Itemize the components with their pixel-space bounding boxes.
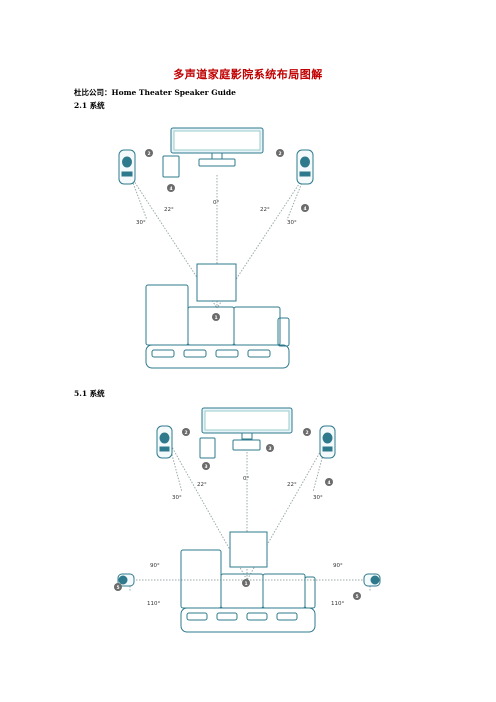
svg-text:4: 4 xyxy=(304,206,307,212)
speaker-badge: 2 xyxy=(182,428,190,436)
coffee-table xyxy=(196,263,237,302)
angle-label: 30° xyxy=(172,495,182,501)
speaker-badge: 4 xyxy=(301,204,309,212)
angle-label: 30° xyxy=(313,495,323,501)
angle-label: 110° xyxy=(331,601,344,607)
sofa xyxy=(180,549,316,633)
svg-text:4: 4 xyxy=(170,186,173,192)
speaker-badge: 2 xyxy=(303,428,311,436)
angle-label: 110° xyxy=(147,601,160,607)
speaker-badge: 4 xyxy=(325,478,333,486)
section-heading-2-1: 2.1 系统 xyxy=(74,101,105,110)
speaker-badge: 3 xyxy=(266,444,274,452)
speaker-badge: 2 xyxy=(276,149,284,157)
surround-left-speaker xyxy=(117,573,135,587)
svg-text:2: 2 xyxy=(306,430,309,436)
front-right-speaker xyxy=(319,425,336,459)
svg-text:5: 5 xyxy=(356,594,359,600)
svg-text:2: 2 xyxy=(185,430,188,436)
angle-label: 22° xyxy=(260,207,270,213)
coffee-table xyxy=(229,531,268,568)
angle-label: 90° xyxy=(150,563,160,569)
svg-text:4: 4 xyxy=(328,480,331,486)
diagram-2-1: 0° 22° 22° 30° 30° 2 2 4 4 1 xyxy=(118,127,314,369)
page-title: 多声道家庭影院系统布局图解 xyxy=(173,68,323,81)
diagram-5-1: 0° 22° 22° 30° 30° 90° 90° 110° 110° 2 2… xyxy=(114,407,381,633)
speaker-badge: 3 xyxy=(202,462,210,470)
angle-label: 0° xyxy=(243,476,249,482)
svg-text:2: 2 xyxy=(148,151,151,157)
front-left-speaker xyxy=(118,149,136,185)
speaker-badge: 5 xyxy=(353,592,361,600)
angle-label: 0° xyxy=(213,200,219,206)
listener-badge: 1 xyxy=(242,579,250,587)
angle-label: 22° xyxy=(164,207,174,213)
speaker-badge: 5 xyxy=(114,583,122,591)
svg-text:5: 5 xyxy=(117,585,120,591)
angle-label: 22° xyxy=(287,482,297,488)
angle-label: 90° xyxy=(333,563,343,569)
subwoofer xyxy=(162,155,180,178)
speaker-badge: 2 xyxy=(145,149,153,157)
surround-right-speaker xyxy=(363,573,381,587)
angle-label: 30° xyxy=(136,220,146,226)
speaker-badge: 4 xyxy=(167,184,175,192)
svg-text:1: 1 xyxy=(215,315,218,321)
svg-text:3: 3 xyxy=(205,464,208,470)
front-right-speaker xyxy=(296,149,314,185)
section-heading-5-1: 5.1 系统 xyxy=(74,389,105,398)
angle-label: 30° xyxy=(287,220,297,226)
sofa xyxy=(145,284,290,369)
tv-screen xyxy=(201,407,293,451)
front-left-speaker xyxy=(156,425,173,459)
svg-text:1: 1 xyxy=(245,581,248,587)
listener-badge: 1 xyxy=(212,313,220,321)
tv-screen xyxy=(170,127,264,167)
angle-label: 22° xyxy=(197,482,207,488)
author-line: 杜比公司：Home Theater Speaker Guide xyxy=(74,88,236,97)
subwoofer xyxy=(199,437,216,459)
svg-text:2: 2 xyxy=(279,151,282,157)
svg-text:3: 3 xyxy=(269,446,272,452)
